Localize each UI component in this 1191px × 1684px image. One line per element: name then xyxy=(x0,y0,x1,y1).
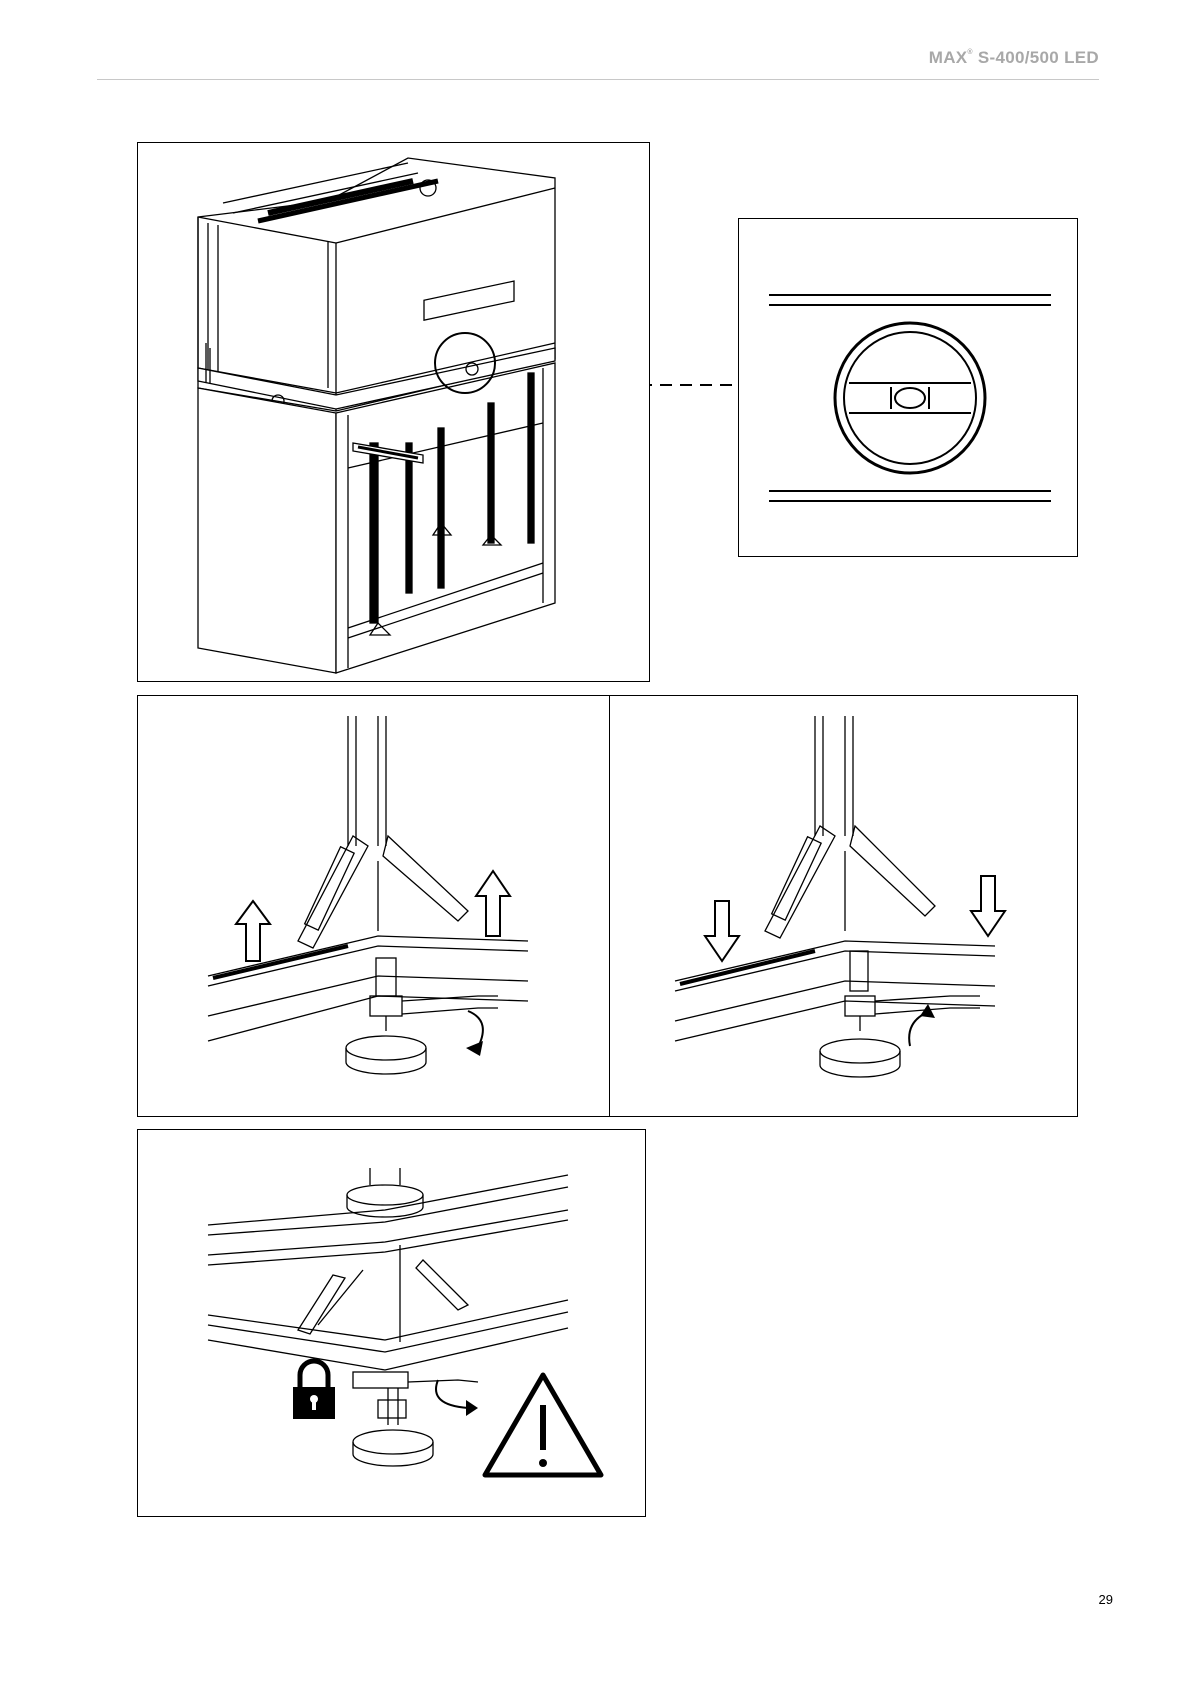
document-header-title: MAX® S-400/500 LED xyxy=(929,48,1099,68)
foot-lower-panel xyxy=(609,695,1078,1117)
padlock-icon xyxy=(293,1361,335,1419)
cabinet-leveling-illustration xyxy=(138,143,651,683)
arrow-down-icon xyxy=(705,876,1005,961)
foot-lock-illustration xyxy=(138,1130,647,1518)
cabinet-illustration-panel xyxy=(137,142,650,682)
spirit-level-bubble-icon xyxy=(739,219,1079,558)
foot-raise-illustration xyxy=(138,696,611,1118)
foot-lower-illustration xyxy=(610,696,1079,1118)
page-number: 29 xyxy=(1099,1592,1113,1607)
foot-raise-panel xyxy=(137,695,610,1117)
foot-lock-panel xyxy=(137,1129,646,1517)
warning-triangle-icon xyxy=(485,1375,601,1475)
rotate-arrow-icon xyxy=(436,1380,468,1408)
header-divider xyxy=(97,79,1099,80)
spirit-level-detail-panel xyxy=(738,218,1078,557)
